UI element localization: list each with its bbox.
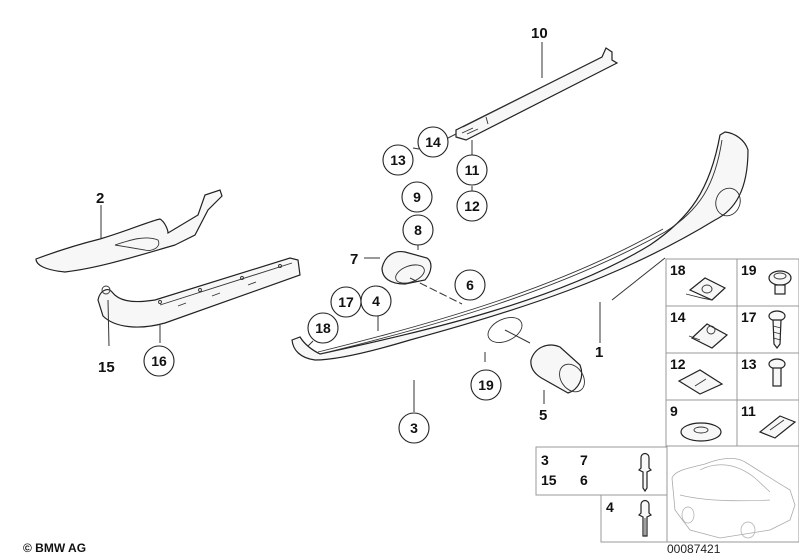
rivet-label-15: 15: [541, 472, 557, 488]
grid-label-18: 18: [670, 262, 686, 278]
label-2: 2: [96, 190, 104, 207]
callout-8: 8: [402, 214, 434, 246]
clip-icon: [688, 323, 729, 349]
part-16-strip: [97, 257, 301, 328]
grid-label-19: 19: [741, 262, 757, 278]
callout-11: 11: [456, 154, 488, 186]
washer-icon: [680, 422, 722, 442]
part-1-bumper: [291, 131, 749, 361]
label-10: 10: [531, 25, 548, 42]
callout-13: 13: [382, 144, 414, 176]
fastener-grid: 18 19 14 17 12 13 9 11: [665, 258, 799, 447]
rivet-icon: [637, 452, 653, 493]
car-outline-icon: [671, 458, 796, 539]
rivet-label-3: 3: [541, 452, 549, 468]
svg-text:3: 3: [410, 420, 418, 436]
leader-lines: [100, 42, 666, 412]
svg-text:14: 14: [425, 134, 441, 150]
callout-19: 19: [470, 369, 502, 401]
circled-labels: 14 13 11 12 9 8 6 17 4 18 16 19 3: [143, 126, 502, 444]
label-15: 15: [98, 359, 115, 376]
callout-14: 14: [417, 126, 449, 158]
screw-icon: [768, 358, 786, 387]
copyright-text: © BMW AG: [23, 541, 86, 555]
svg-text:13: 13: [390, 152, 406, 168]
svg-text:8: 8: [414, 222, 422, 238]
svg-text:9: 9: [413, 189, 421, 205]
part-2-trim: [35, 189, 223, 273]
slotted-plate-icon: [758, 415, 797, 439]
svg-text:6: 6: [466, 277, 474, 293]
tapping-screw-icon: [768, 310, 786, 349]
clip-nut-icon: [685, 277, 727, 301]
callout-18: 18: [307, 312, 339, 344]
grid-label-12: 12: [670, 356, 686, 372]
callout-4: 4: [360, 285, 392, 317]
svg-text:11: 11: [465, 162, 480, 178]
callout-17: 17: [330, 286, 362, 318]
callout-9: 9: [401, 181, 433, 213]
plain-labels: 10 2 15 1 5 7: [96, 25, 603, 424]
rivet-label-6: 6: [580, 472, 588, 488]
part-8-sleeve: [381, 250, 432, 285]
grid-label-13: 13: [741, 356, 757, 372]
screw-washer-icon: [768, 270, 792, 295]
callout-16: 16: [143, 345, 175, 377]
grid-label-11: 11: [741, 403, 756, 419]
svg-text:4: 4: [372, 293, 380, 309]
rivet-label-4: 4: [606, 499, 614, 515]
rivet-box: 3 7 15 6 4: [535, 445, 799, 543]
label-7: 7: [350, 251, 358, 268]
svg-text:18: 18: [315, 320, 331, 336]
callout-6: 6: [454, 269, 486, 301]
diagram-number: 00087421: [667, 542, 721, 556]
grid-label-9: 9: [670, 403, 678, 419]
part-5-sleeve: [530, 344, 585, 394]
expansion-rivet-icon: [637, 499, 653, 537]
label-1: 1: [595, 344, 603, 361]
rivet-label-7: 7: [580, 452, 588, 468]
svg-text:17: 17: [338, 294, 354, 310]
svg-text:12: 12: [464, 198, 480, 214]
label-5: 5: [539, 407, 547, 424]
svg-text:19: 19: [478, 377, 494, 393]
callout-12: 12: [456, 190, 488, 222]
grid-label-17: 17: [741, 309, 757, 325]
callout-3: 3: [398, 412, 430, 444]
svg-text:16: 16: [151, 353, 167, 369]
grid-label-14: 14: [670, 309, 686, 325]
plate-icon: [677, 369, 724, 395]
part-10-rail: [455, 47, 619, 141]
